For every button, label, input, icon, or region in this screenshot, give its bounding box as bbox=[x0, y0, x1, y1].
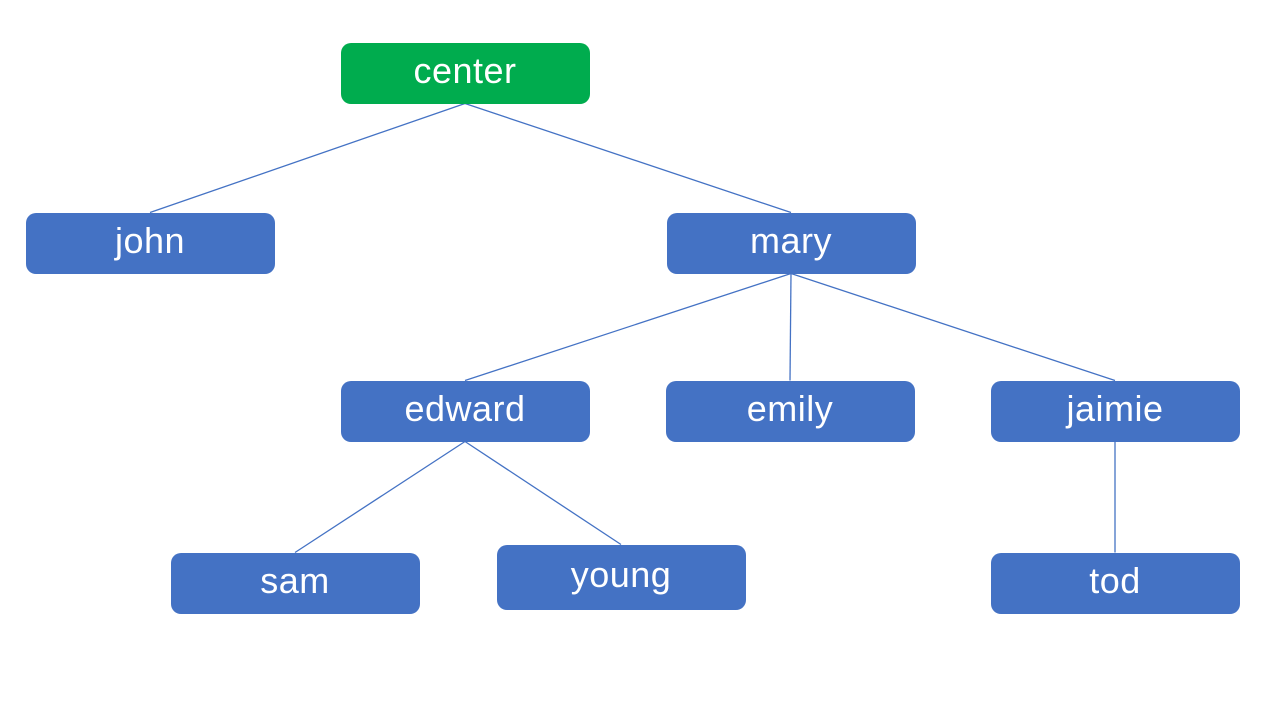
tree-node-label: emily bbox=[746, 388, 834, 429]
edge-mary-emily bbox=[789, 273, 792, 381]
tree-node-sam: sam bbox=[170, 552, 420, 614]
edge-mary-jaimie bbox=[790, 272, 1116, 382]
edge-mary-edward bbox=[464, 272, 792, 382]
tree-node-mary: mary bbox=[666, 212, 916, 274]
tree-node-edward: edward bbox=[340, 380, 590, 442]
tree-node-emily: emily bbox=[665, 380, 915, 442]
tree-node-young: young bbox=[496, 544, 746, 610]
tree-node-label: jaimie bbox=[1066, 388, 1164, 429]
tree-node-label: young bbox=[570, 554, 672, 595]
tree-node-label: mary bbox=[750, 220, 832, 261]
edge-edward-young bbox=[464, 440, 622, 546]
edge-center-john bbox=[149, 102, 466, 214]
tree-node-label: center bbox=[413, 50, 517, 91]
tree-node-label: edward bbox=[404, 388, 526, 429]
tree-node-center: center bbox=[340, 42, 590, 104]
tree-node-label: sam bbox=[260, 560, 330, 601]
tree-node-label: john bbox=[114, 220, 186, 261]
tree-node-tod: tod bbox=[990, 552, 1240, 614]
tree-node-label: tod bbox=[1089, 560, 1141, 601]
tree-node-john: john bbox=[25, 212, 275, 274]
edge-center-mary bbox=[464, 102, 792, 214]
edge-edward-sam bbox=[294, 440, 466, 554]
tree-node-jaimie: jaimie bbox=[990, 380, 1240, 442]
